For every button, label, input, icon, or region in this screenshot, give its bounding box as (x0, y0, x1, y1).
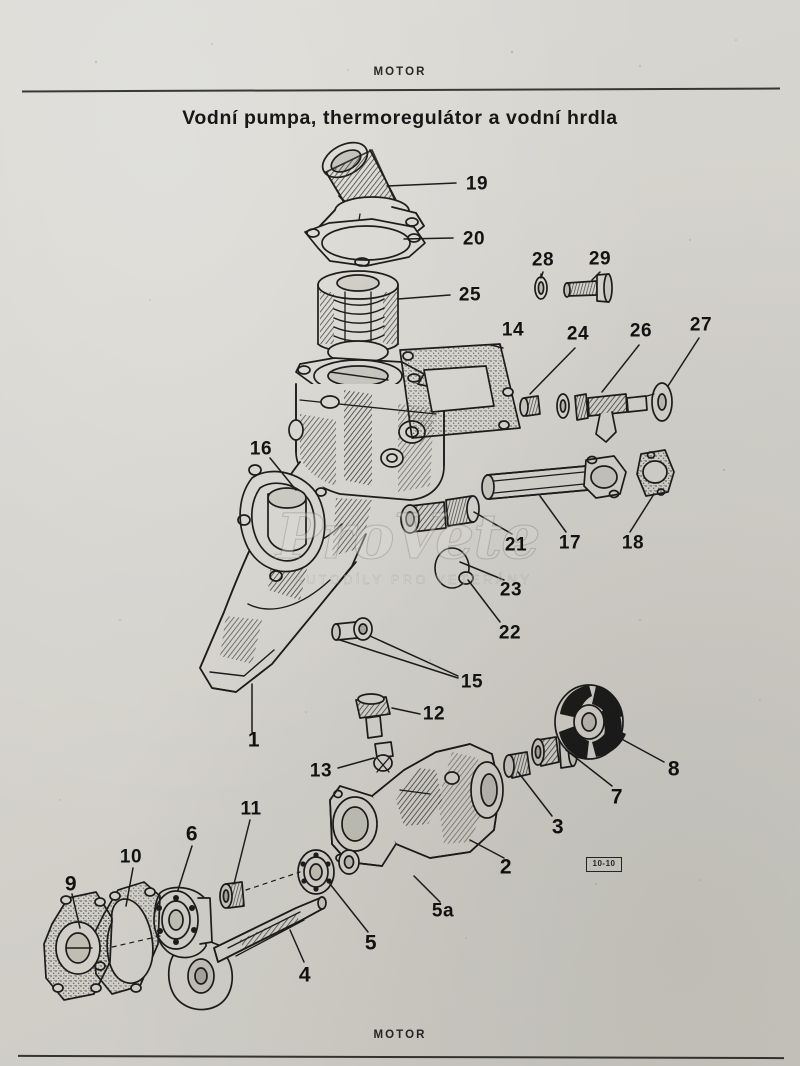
callout-number-15: 15 (460, 671, 484, 693)
part-13-grease-nipple (373, 741, 394, 773)
callout-number-1: 1 (247, 728, 261, 752)
callout-number-12: 12 (422, 703, 446, 725)
callout-number-3: 3 (551, 815, 565, 839)
part-28-spring-washer (534, 276, 548, 300)
callout-number-11: 11 (240, 798, 262, 820)
part-3-shaft-nut (503, 751, 531, 779)
callout-number-6: 6 (185, 822, 199, 846)
callout-number-8: 8 (667, 757, 681, 781)
part-5-bearing (297, 849, 335, 895)
callout-number-13: 13 (309, 760, 333, 782)
callout-number-27: 27 (689, 314, 713, 336)
callout-number-24: 24 (566, 323, 590, 345)
callout-number-17: 17 (558, 532, 582, 554)
callout-number-26: 26 (629, 320, 653, 342)
part-18-pipe-gasket (636, 449, 675, 497)
part-22-washer (458, 571, 474, 585)
callout-number-20: 20 (462, 228, 486, 250)
part-20-outlet-elbow-gasket (304, 218, 426, 267)
callout-number-10: 10 (119, 846, 143, 868)
callout-number-19: 19 (465, 173, 489, 195)
callout-number-18: 18 (621, 532, 645, 554)
part-24-small-washer (519, 395, 541, 417)
callout-number-2: 2 (499, 855, 513, 879)
part-26-27-drain-tap (556, 382, 673, 443)
callout-number-28: 28 (531, 249, 555, 271)
figure-id-box: 10-10 (586, 857, 622, 872)
part-9-end-cover-plate (43, 891, 113, 1001)
part-6-front-bearing (153, 886, 213, 959)
callout-number-4: 4 (298, 963, 312, 987)
part-29-hex-bolt (563, 273, 613, 303)
callout-number-21: 21 (504, 534, 528, 556)
callout-number-25: 25 (458, 284, 482, 306)
part-14-thermostat-housing-gasket (399, 343, 521, 439)
part-25-thermostat-bellows (317, 270, 399, 364)
callout-number-14: 14 (501, 319, 525, 341)
callout-number-23: 23 (499, 579, 523, 601)
callout-number-22: 22 (498, 622, 522, 644)
callout-number-7: 7 (610, 785, 624, 809)
part-21-drain-cock (400, 495, 480, 534)
callout-number-29: 29 (588, 248, 612, 270)
part-11-lock-nut (219, 881, 245, 909)
part-8-impeller (554, 684, 626, 760)
part-15-stud-bolt (331, 617, 373, 641)
part-5a-spacer-ring (338, 849, 360, 875)
callout-number-5: 5 (364, 931, 378, 955)
page-footer-label: MOTOR (373, 1029, 427, 1041)
callout-number-16: 16 (249, 438, 273, 460)
part-12-grease-nipple-cap (355, 693, 391, 739)
callout-number-9: 9 (64, 872, 78, 896)
callout-number-5a: 5a (431, 900, 455, 922)
part-17-water-pipe (481, 455, 627, 500)
